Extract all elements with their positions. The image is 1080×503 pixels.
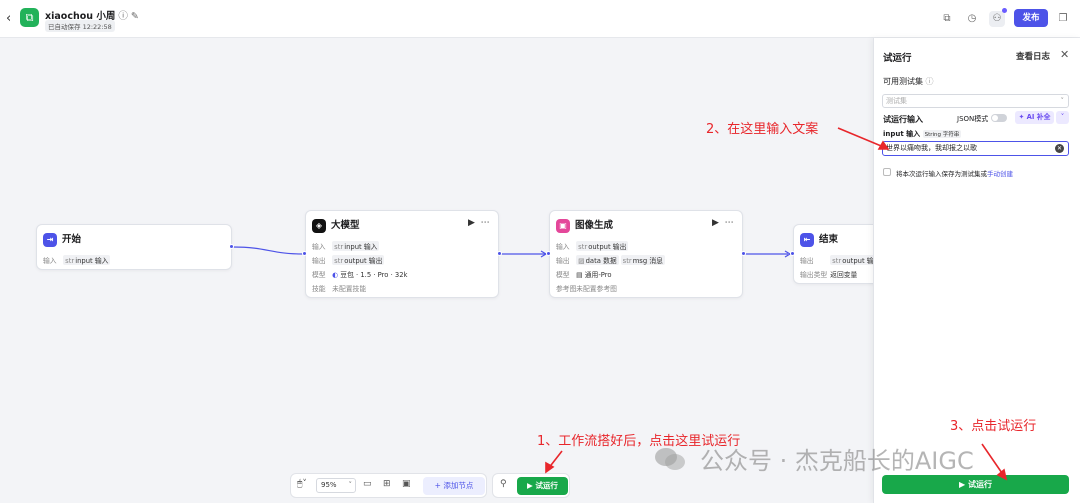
annotation-step2: 2、在这里输入文案 [706, 122, 819, 137]
arrowhead-step2 [877, 140, 890, 150]
collaborators-icon[interactable]: ⚇ [989, 11, 1005, 27]
model-icon: ▤ [576, 271, 583, 279]
image-type-icon: ▨ [578, 257, 585, 265]
save-testset-checkbox[interactable] [883, 168, 891, 176]
node-header: ⇤ 结束 [800, 231, 838, 247]
info-icon[interactable]: ⓘ [118, 11, 128, 22]
arrow-step3 [981, 443, 1005, 477]
model-row: 模型 ▤ 通用-Pro [556, 271, 612, 279]
clear-icon[interactable]: ✕ [1055, 144, 1064, 153]
input-port[interactable] [546, 251, 551, 256]
mouse-mode-icon[interactable]: 🖱︎˅ [297, 479, 307, 489]
node-actions: ▶ ⋯ [712, 218, 734, 228]
duplicate-icon[interactable]: ❐ [1058, 13, 1068, 24]
chevron-down-icon: ˅ [348, 481, 353, 489]
input-field-label: input 输入 String 字符串 [883, 130, 962, 138]
notification-dot [1002, 8, 1007, 13]
view-log-link[interactable]: 查看日志 [1016, 52, 1051, 62]
edit-icon[interactable]: ✎ [130, 11, 139, 22]
more-icon[interactable]: ⋯ [724, 218, 734, 228]
end-icon: ⇤ [800, 232, 814, 247]
ai-fill-button[interactable]: ✦ AI 补全 [1015, 111, 1054, 124]
annotation-step1: 1、工作流搭好后，点击这里试运行 [537, 434, 741, 449]
test-set-select[interactable]: 测试集˅ [882, 94, 1069, 108]
image-icon: ▣ [556, 218, 570, 233]
json-mode-toggle[interactable] [991, 114, 1007, 122]
llm-node[interactable]: ◈大模型 ▶ ⋯ 输入 strinput 输入 输出 stroutput 输出 … [305, 210, 499, 298]
output-port[interactable] [497, 251, 502, 256]
debug-icon[interactable]: ⚲ [500, 479, 507, 489]
panel-title: 试运行 [883, 53, 912, 64]
input-row: 输入 stroutput 输出 [556, 241, 629, 251]
history-icon[interactable]: ◷ [967, 13, 977, 24]
watermark: 公众号 · 杰克船长的AIGC [700, 447, 974, 475]
node-title: 图像生成 [575, 220, 614, 231]
arrowhead-step1 [545, 461, 555, 474]
output-type-row: 输出类型 返回变量 [800, 271, 858, 279]
output-port[interactable] [741, 251, 746, 256]
test-run-panel: 试运行 查看日志 ✕ 可用测试集 ⓘ 测试集˅ 试运行输入 JSON模式 ✦ A… [873, 38, 1080, 503]
run-input-label: 试运行输入 [883, 115, 923, 124]
minimap-icon[interactable]: ▣ [402, 479, 411, 489]
llm-icon: ◈ [312, 218, 326, 233]
test-run-button[interactable]: ▶ 试运行 [517, 477, 568, 495]
publish-button[interactable]: 发布 [1014, 9, 1048, 27]
add-node-button[interactable]: + 添加节点 [423, 477, 485, 495]
save-testset-text: 将本次运行输入保存为测试集或手动创建 [896, 170, 1013, 178]
output-row: 输出 stroutput 输 [800, 255, 876, 265]
output-row: 输出 stroutput 输出 [312, 255, 385, 265]
json-mode-label: JSON模式 [957, 115, 989, 123]
input-port[interactable] [302, 251, 307, 256]
zoom-select[interactable]: 95%˅ [316, 478, 356, 493]
run-node-icon[interactable]: ▶ [468, 218, 475, 228]
autosave-status: 已自动保存 12:22:58 [45, 20, 115, 32]
type-badge: String 字符串 [922, 130, 962, 138]
doubao-icon: ◐ [332, 271, 339, 279]
top-header [0, 0, 1080, 38]
node-header: ◈ 大模型 [312, 217, 360, 233]
info-icon: ⓘ [925, 77, 934, 86]
node-header: ▣ 图像生成 [556, 217, 613, 233]
model-row: 模型 ◐ 豆包 · 1.5 · Pro · 32k [312, 271, 408, 279]
chevron-down-icon: ˅ [1060, 97, 1065, 105]
test-set-label: 可用测试集 ⓘ [883, 77, 934, 86]
ref-row: 参考图 未配置参考图 [556, 285, 617, 293]
run-toolbar: ⚲ ▶ 试运行 [492, 473, 570, 498]
node-actions: ▶ ⋯ [468, 218, 490, 228]
input-row: 输入 strinput 输入 [43, 255, 111, 265]
node-header: ⇥ 开始 [43, 231, 81, 247]
output-port[interactable] [229, 244, 234, 249]
wechat-logo-icon [655, 448, 685, 470]
arrowhead-step3 [996, 468, 1008, 481]
comment-icon[interactable]: ▭ [363, 479, 372, 489]
panel-test-run-button[interactable]: ▶ 试运行 [882, 475, 1069, 494]
more-icon[interactable]: ⋯ [480, 218, 490, 228]
app-name: xiaochou 小周 [45, 11, 116, 22]
ai-fill-dropdown[interactable]: ˅ [1056, 111, 1069, 124]
copy-disabled-icon[interactable]: ⧉ [943, 13, 951, 24]
start-node[interactable]: ⇥ 开始 输入 strinput 输入 [36, 224, 232, 270]
layout-icon[interactable]: ⊞ [383, 479, 391, 489]
input-port[interactable] [790, 251, 795, 256]
start-icon: ⇥ [43, 232, 57, 247]
arrow-step2 [837, 127, 887, 149]
skill-row: 技能 未配置技能 [312, 285, 367, 293]
close-icon[interactable]: ✕ [1060, 48, 1070, 61]
edge-start-llm [232, 246, 305, 255]
node-title: 开始 [62, 234, 82, 245]
annotation-step3: 3、点击试运行 [950, 419, 1037, 434]
input-row: 输入 strinput 输入 [312, 241, 380, 251]
canvas-toolbar: 🖱︎˅ 95%˅ ▭ ⊞ ▣ + 添加节点 [290, 473, 487, 498]
back-icon[interactable]: ‹ [6, 11, 12, 26]
node-title: 结束 [819, 234, 839, 245]
workflow-app-icon: ⧉ [20, 8, 39, 27]
manual-create-link[interactable]: 手动创建 [987, 170, 1013, 178]
run-node-icon[interactable]: ▶ [712, 218, 719, 228]
node-title: 大模型 [331, 220, 360, 231]
